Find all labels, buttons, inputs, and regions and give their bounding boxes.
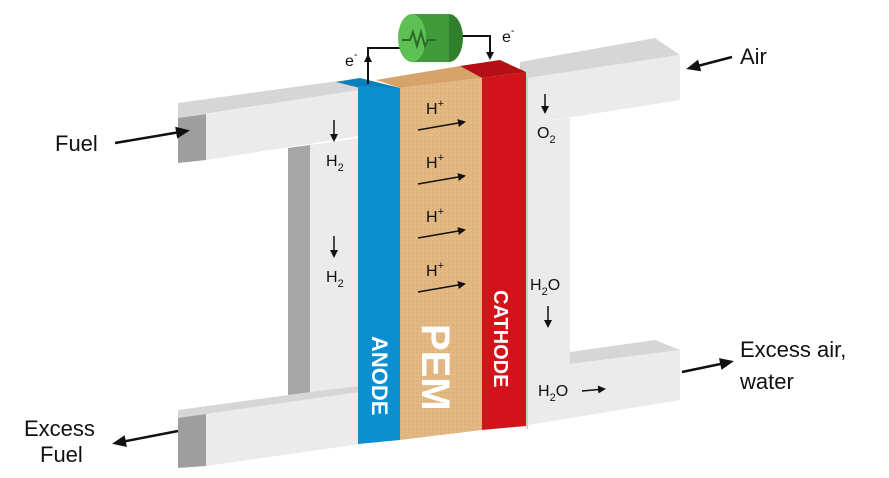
excess-air-label-2: water bbox=[739, 369, 794, 394]
air-arrow bbox=[686, 55, 733, 72]
proton-arrow-4 bbox=[417, 281, 466, 293]
fuel-arrow bbox=[114, 126, 190, 145]
fuel-label: Fuel bbox=[55, 131, 98, 156]
excess-fuel-label-2: Fuel bbox=[40, 442, 83, 467]
excess-fuel-label-1: Excess bbox=[24, 416, 95, 441]
proton-arrows: H+ H+ H+ H+ bbox=[417, 98, 466, 293]
proton-arrow-3 bbox=[417, 227, 466, 239]
cathode-band bbox=[482, 72, 526, 430]
h2-label-2: H2 bbox=[326, 269, 344, 290]
h2-label-1: H2 bbox=[326, 153, 344, 174]
anode-band bbox=[358, 86, 400, 444]
excess-air-label-1: Excess air, bbox=[740, 337, 846, 362]
resistor-load-icon bbox=[398, 14, 463, 62]
excess-air-arrow bbox=[681, 358, 734, 374]
anode-layer bbox=[336, 78, 400, 444]
anode-label: ANODE bbox=[367, 336, 392, 415]
air-label: Air bbox=[740, 44, 767, 69]
electron-label-cathode: e- bbox=[502, 25, 515, 46]
anode-housing bbox=[178, 78, 360, 468]
electron-label-anode: e- bbox=[345, 49, 358, 70]
external-circuit bbox=[364, 35, 494, 84]
pem-layer bbox=[376, 66, 482, 440]
proton-label-3: H+ bbox=[426, 206, 444, 226]
water-label-2: H2O bbox=[538, 383, 568, 404]
proton-arrow-2 bbox=[417, 173, 466, 185]
water-label-1: H2O bbox=[530, 277, 560, 298]
cathode-housing bbox=[520, 38, 680, 430]
proton-label-4: H+ bbox=[426, 260, 444, 280]
proton-arrow-1 bbox=[417, 119, 466, 131]
water-arrow-2 bbox=[581, 385, 606, 394]
cathode-label: CATHODE bbox=[489, 290, 511, 387]
excess-fuel-arrow bbox=[112, 429, 179, 447]
proton-label-1: H+ bbox=[426, 98, 444, 118]
proton-label-2: H+ bbox=[426, 152, 444, 172]
cathode-layer bbox=[460, 60, 526, 430]
o2-label: O2 bbox=[537, 125, 556, 146]
pem-label: PEM bbox=[413, 324, 457, 411]
